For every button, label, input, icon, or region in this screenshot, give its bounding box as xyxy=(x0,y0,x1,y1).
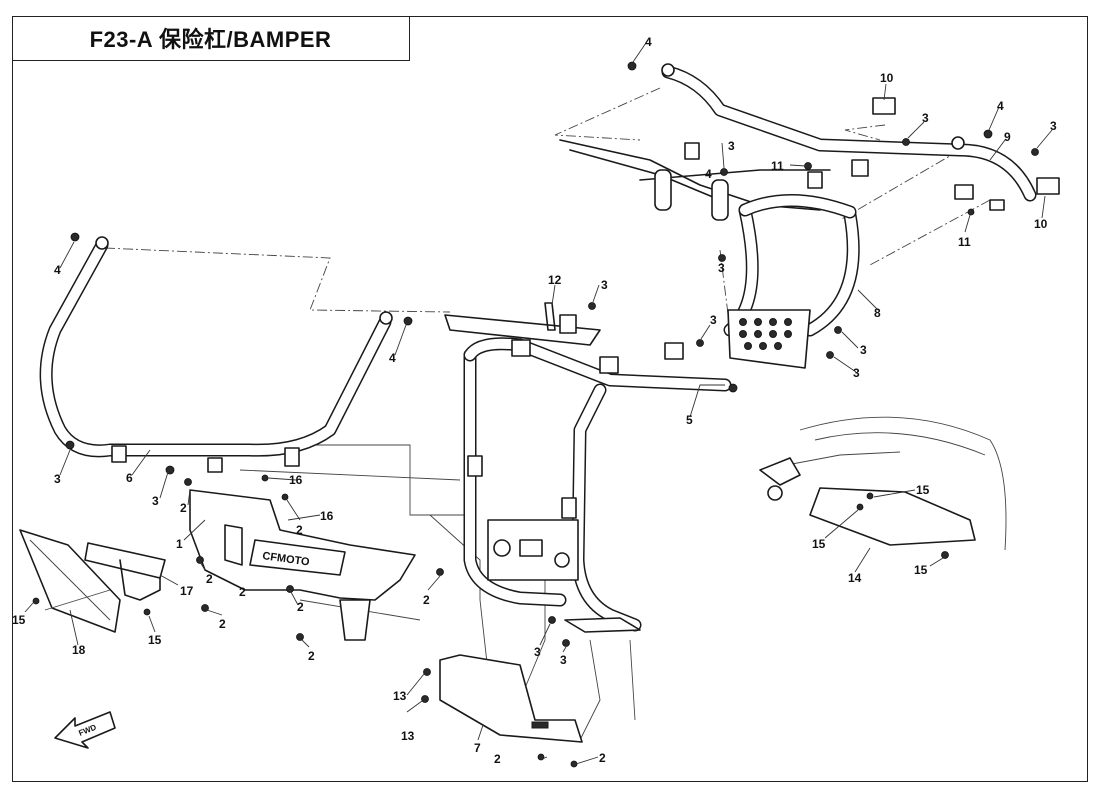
callout-label: 3 xyxy=(710,313,717,327)
bracket xyxy=(84,542,166,601)
leader-lines xyxy=(24,39,1053,765)
callout-label: 4 xyxy=(389,351,396,365)
callout-label: 3 xyxy=(54,472,61,486)
step-plate-holes xyxy=(739,318,792,350)
callout-label: 2 xyxy=(296,523,303,537)
callout-label: 2 xyxy=(599,751,606,765)
title-block: F23-A 保险杠/BAMPER xyxy=(12,16,410,61)
forward-direction-arrow: FWD xyxy=(54,711,116,749)
callout-label: 3 xyxy=(560,653,567,667)
callout-label: 3 xyxy=(922,111,929,125)
callout-label: 16 xyxy=(289,473,303,487)
callout-label: 10 xyxy=(1034,217,1048,231)
callout-label: 3 xyxy=(853,366,860,380)
callout-label: 3 xyxy=(1050,119,1057,133)
callout-label: 3 xyxy=(718,261,725,275)
callout-label: 15 xyxy=(812,537,826,551)
callout-label: 18 xyxy=(72,643,86,657)
callout-label: 2 xyxy=(180,501,187,515)
callout-label: 2 xyxy=(219,617,226,631)
callout-label: 2 xyxy=(494,752,501,766)
callout-label: 2 xyxy=(206,572,213,586)
assembly-lines xyxy=(104,87,991,741)
callout-label: 15 xyxy=(916,483,930,497)
callout-label: 12 xyxy=(548,273,562,287)
callout-label: 2 xyxy=(297,600,304,614)
callout-label: 9 xyxy=(1004,130,1011,144)
callout-label: 15 xyxy=(914,563,928,577)
callout-label: 15 xyxy=(12,613,26,627)
callout-label: 2 xyxy=(308,649,315,663)
callout-label: 4 xyxy=(705,167,712,181)
callout-label: 14 xyxy=(848,571,862,585)
side-skid-plate xyxy=(759,416,1007,551)
callout-label: 6 xyxy=(126,471,133,485)
callout-label: 13 xyxy=(401,729,415,743)
drawing-frame xyxy=(12,16,1088,782)
callout-label: 1 xyxy=(176,537,183,551)
cover-plate xyxy=(19,529,121,633)
callout-label: 10 xyxy=(880,71,894,85)
callout-label: 2 xyxy=(423,593,430,607)
callout-label: 15 xyxy=(148,633,162,647)
callout-label: 5 xyxy=(686,413,693,427)
lower-skid-plate xyxy=(439,654,583,743)
callout-label: 2 xyxy=(239,585,246,599)
callout-label: 17 xyxy=(180,584,194,598)
callout-label: 3 xyxy=(152,494,159,508)
callout-label: 11 xyxy=(958,235,971,249)
center-frame xyxy=(444,302,732,633)
front-bumper-tube xyxy=(39,236,393,473)
callout-label: 4 xyxy=(54,263,61,277)
rear-step-frame xyxy=(723,193,860,369)
callout-labels: 1 2 2 2 2 2 2 2 2 2 2 3 3 3 3 3 3 3 3 3 … xyxy=(12,35,1057,766)
rubber-pad xyxy=(1036,177,1060,195)
front-fascia: CFMOTO xyxy=(189,489,416,641)
rubber-pad xyxy=(872,97,896,115)
callout-label: 3 xyxy=(534,645,541,659)
callout-label: 16 xyxy=(320,509,334,523)
page-title: F23-A 保险杠/BAMPER xyxy=(89,27,332,52)
callout-label: 3 xyxy=(601,278,608,292)
callout-label: 4 xyxy=(997,99,1004,113)
callout-label: 13 xyxy=(393,689,407,703)
upper-rear-bar xyxy=(559,63,1037,221)
callout-label: 11 xyxy=(771,159,784,173)
callout-label: 3 xyxy=(728,139,735,153)
callout-label: 4 xyxy=(645,35,652,49)
callout-label: 7 xyxy=(474,741,481,755)
callout-label: 3 xyxy=(860,343,867,357)
callout-label: 8 xyxy=(874,306,881,320)
